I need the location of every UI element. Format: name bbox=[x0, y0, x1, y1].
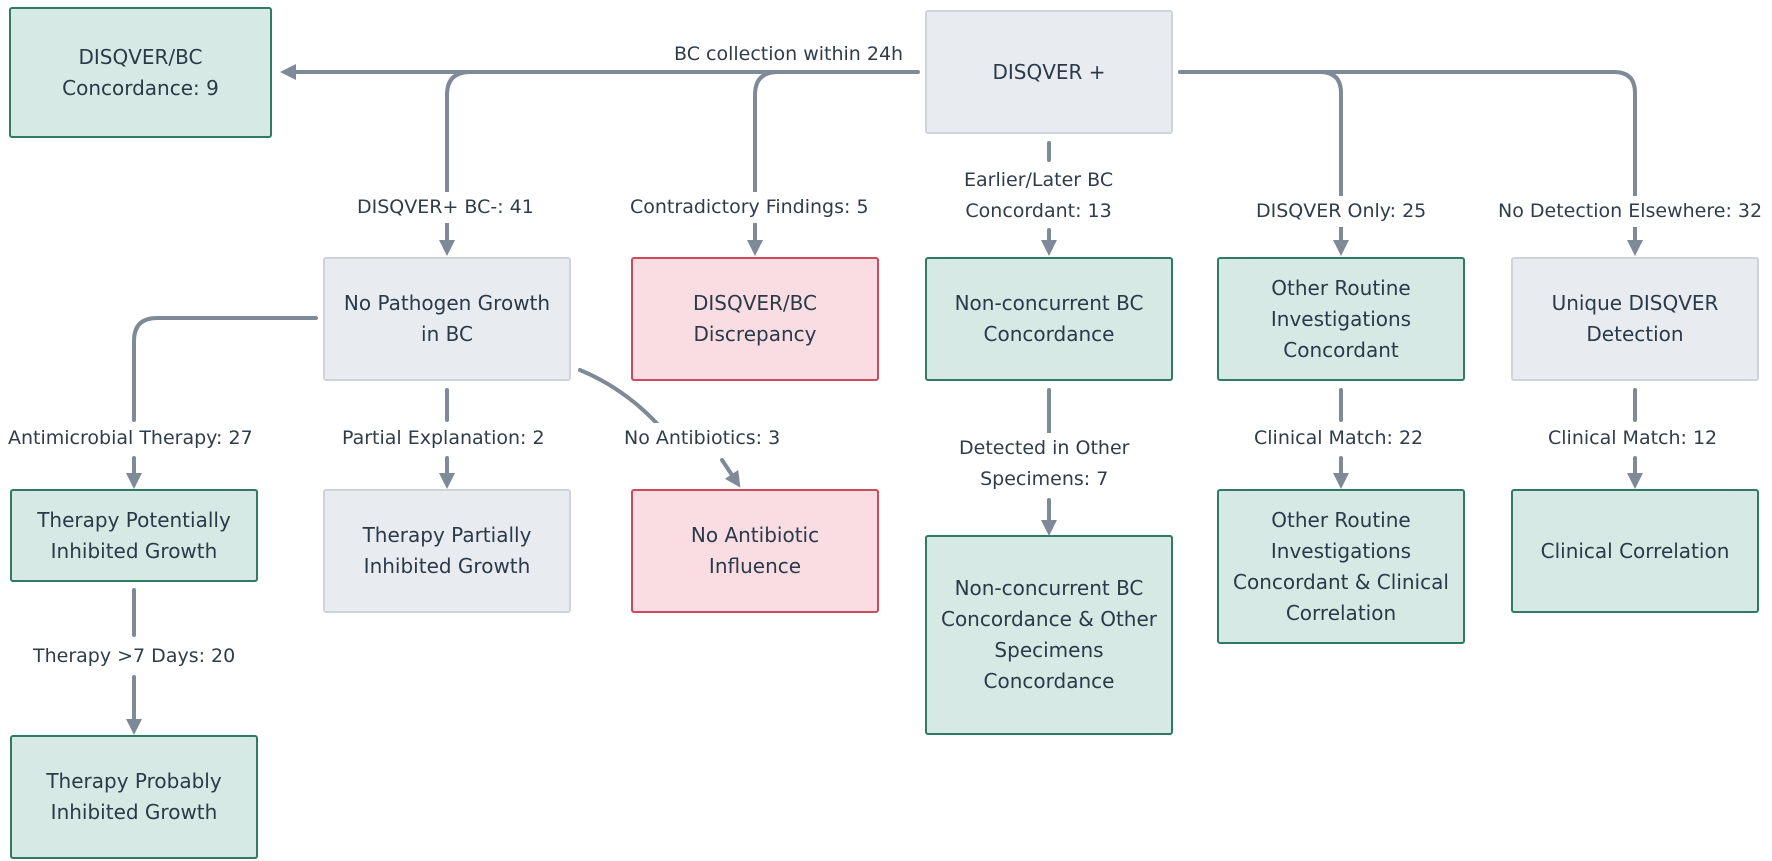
edge-disqver-plus-bc-minus bbox=[439, 70, 472, 256]
node-disqver-plus: DISQVER + bbox=[925, 10, 1173, 134]
node-other-routine-clinical: Other Routine Investigations Concordant … bbox=[1217, 489, 1465, 644]
node-therapy-potentially: Therapy Potentially Inhibited Growth bbox=[10, 489, 258, 582]
label-detected-other: Detected in Other Specimens: 7 bbox=[957, 433, 1132, 495]
node-clinical-correlation: Clinical Correlation bbox=[1511, 489, 1759, 613]
node-unique-disqver: Unique DISQVER Detection bbox=[1511, 257, 1759, 381]
edge-antimicrobial bbox=[132, 316, 318, 422]
node-therapy-probably: Therapy Probably Inhibited Growth bbox=[10, 735, 258, 859]
label-no-detection: No Detection Elsewhere: 32 bbox=[1496, 196, 1765, 227]
node-non-concurrent-bc: Non-concurrent BC Concordance bbox=[925, 257, 1173, 381]
label-clinical-match-22: Clinical Match: 22 bbox=[1252, 423, 1426, 454]
node-disqver-bc-concordance: DISQVER/BC Concordance: 9 bbox=[9, 7, 272, 138]
label-contradictory: Contradictory Findings: 5 bbox=[628, 192, 871, 223]
label-partial-explanation: Partial Explanation: 2 bbox=[340, 423, 547, 454]
label-disqver-plus-bc-minus: DISQVER+ BC-: 41 bbox=[355, 192, 536, 223]
label-antimicrobial: Antimicrobial Therapy: 27 bbox=[6, 423, 255, 454]
node-non-concurrent-other: Non-concurrent BC Concordance & Other Sp… bbox=[925, 535, 1173, 735]
node-disqver-bc-discrepancy: DISQVER/BC Discrepancy bbox=[631, 257, 879, 381]
edge-contradictory bbox=[747, 70, 780, 256]
label-therapy-7-days: Therapy >7 Days: 20 bbox=[31, 641, 238, 672]
node-other-routine: Other Routine Investigations Concordant bbox=[1217, 257, 1465, 381]
node-no-antibiotic: No Antibiotic Influence bbox=[631, 489, 879, 613]
label-disqver-only: DISQVER Only: 25 bbox=[1254, 196, 1429, 227]
edge-no-detection bbox=[1318, 70, 1643, 256]
label-clinical-match-12: Clinical Match: 12 bbox=[1546, 423, 1720, 454]
node-therapy-partially: Therapy Partially Inhibited Growth bbox=[323, 489, 571, 613]
node-no-pathogen-growth: No Pathogen Growth in BC bbox=[323, 257, 571, 381]
edge-no-antibiotics-arrow bbox=[720, 458, 741, 488]
label-bc-collection: BC collection within 24h bbox=[672, 39, 906, 70]
label-earlier-later: Earlier/Later BC Concordant: 13 bbox=[962, 165, 1116, 227]
label-no-antibiotics: No Antibiotics: 3 bbox=[622, 423, 783, 454]
